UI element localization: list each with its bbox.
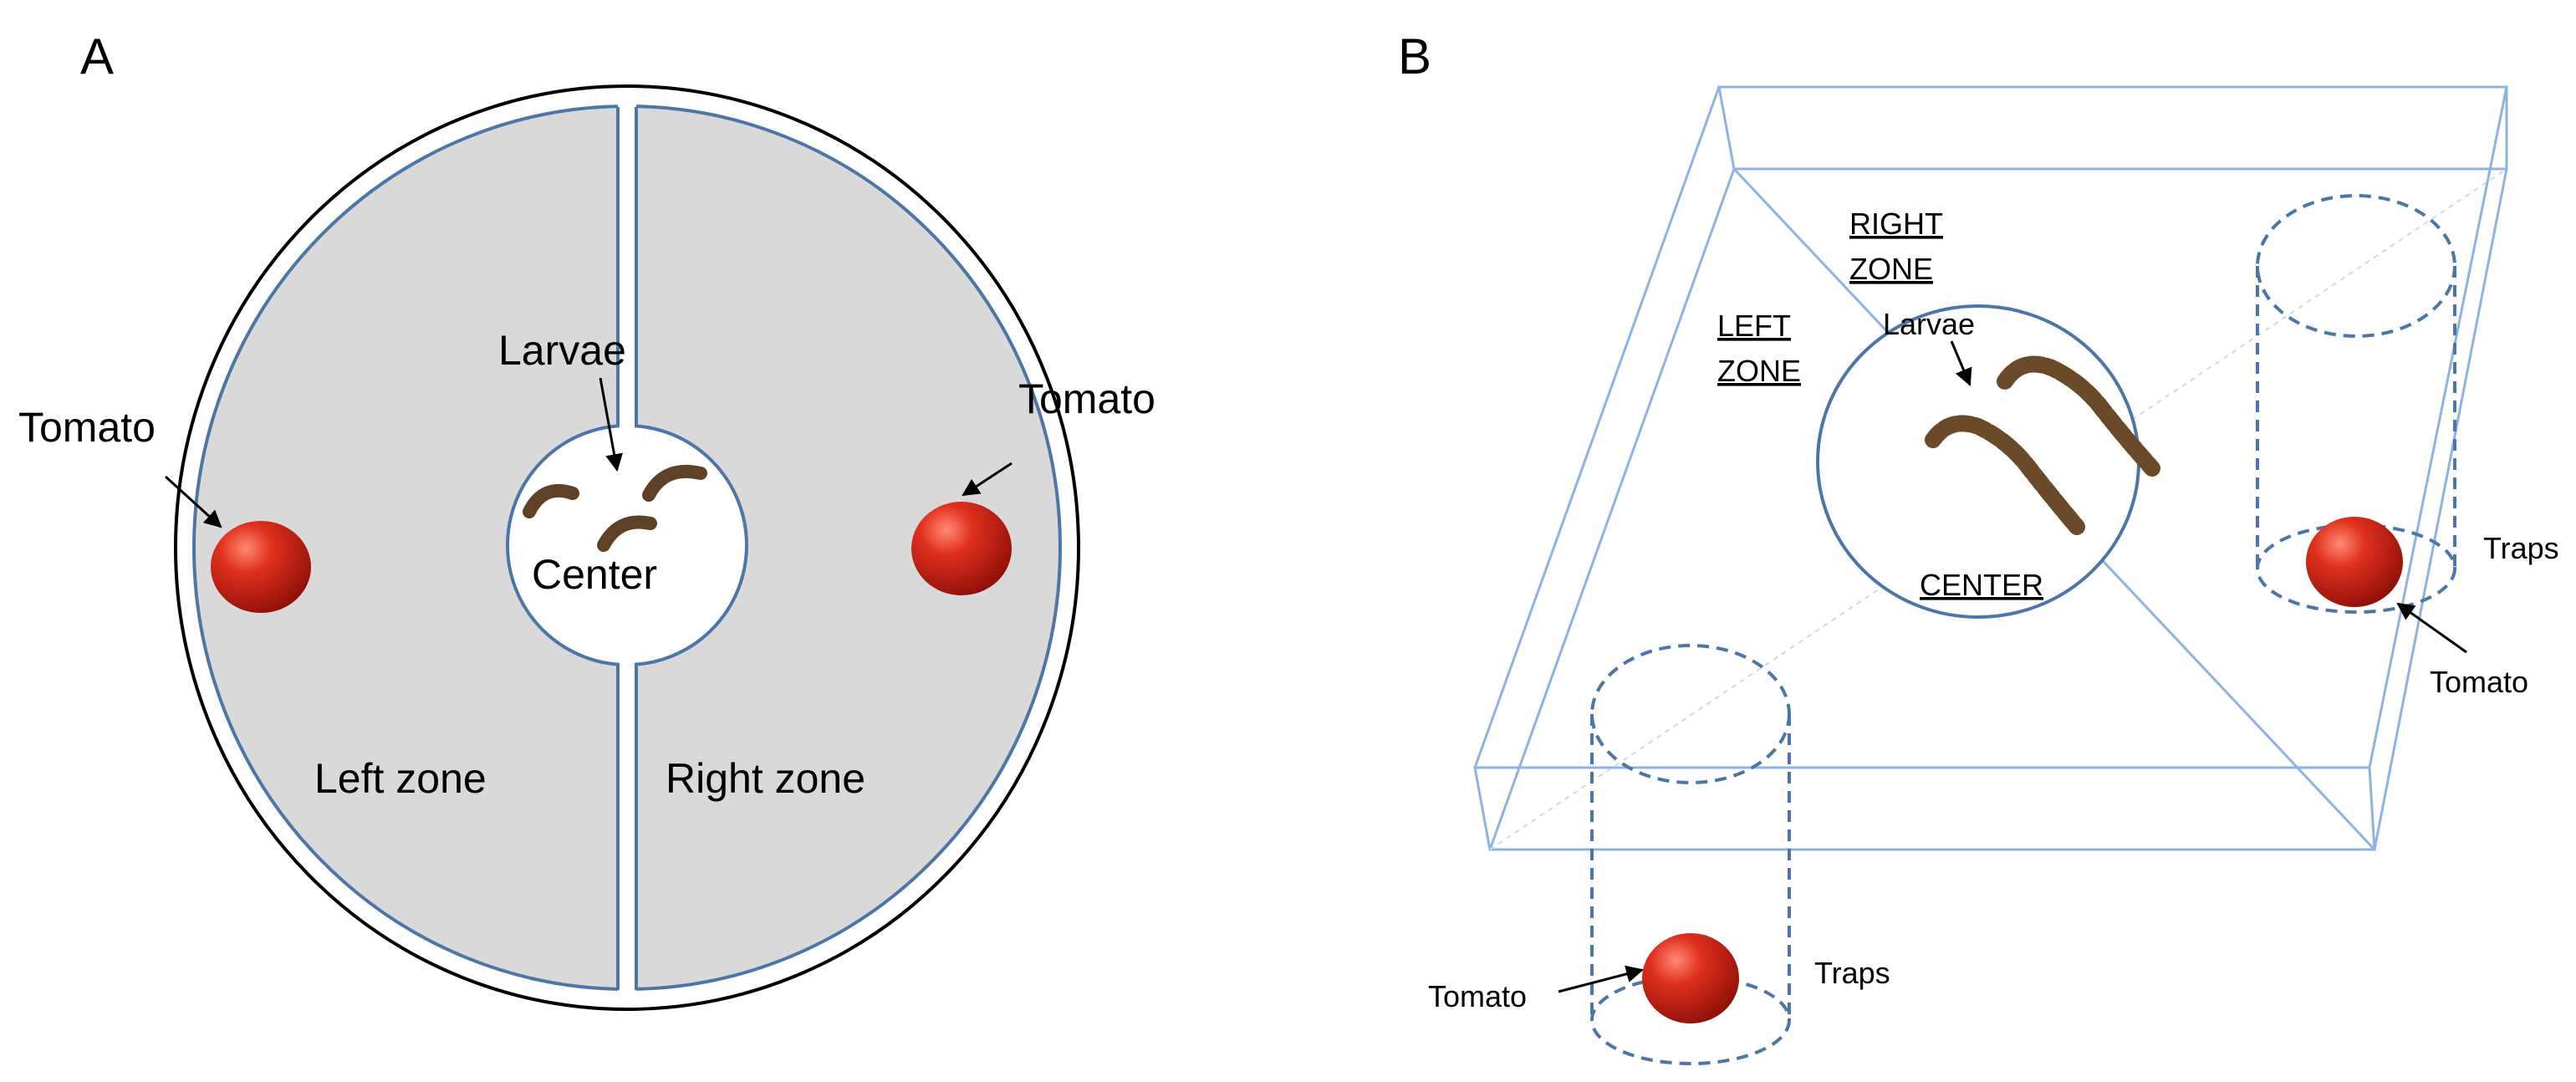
arrow-tomato-right-b (2396, 602, 2467, 654)
panel-a: A Tomato Tomato Larvae Center Left zo (18, 28, 1155, 1011)
label-left-zone: Left zone (314, 755, 487, 802)
panel-a-letter: A (80, 28, 114, 84)
tomato-right-b-icon (2306, 517, 2403, 607)
label-right-zone-b2: ZONE (1849, 252, 1933, 286)
label-larvae: Larvae (498, 327, 626, 374)
chamber-joint-top (620, 418, 635, 431)
label-left-zone-b2: ZONE (1717, 354, 1801, 388)
tomato-bottom-b-icon (1642, 933, 1739, 1023)
label-center-b: CENTER (1920, 568, 2043, 602)
chamber-joint-bottom (620, 659, 635, 672)
center-chamber (506, 424, 748, 666)
label-right-zone-b1: RIGHT (1849, 207, 1943, 241)
label-left-zone-b1: LEFT (1717, 309, 1791, 343)
label-tomato-bottom-b: Tomato (1428, 979, 1527, 1013)
arrow-tomato-left (164, 475, 222, 528)
arrow-tomato-right (962, 462, 1013, 497)
larvae-b-icon (1925, 355, 2160, 535)
label-tomato-left: Tomato (18, 404, 156, 451)
arena-box (1473, 85, 2508, 851)
tomato-right-icon (911, 502, 1012, 595)
larvae-icon (523, 464, 707, 552)
label-tomato-right-b: Tomato (2430, 665, 2528, 699)
arrow-tomato-bottom-b (1558, 965, 1645, 993)
tomato-left-icon (211, 521, 311, 613)
label-traps-right: Traps (2483, 531, 2559, 565)
label-right-zone: Right zone (666, 755, 865, 802)
label-center: Center (532, 551, 657, 598)
arrow-larvae (599, 377, 623, 472)
label-traps-bottom: Traps (1814, 956, 1890, 990)
label-tomato-right: Tomato (1018, 375, 1155, 422)
label-larvae-b: Larvae (1883, 307, 1975, 341)
panel-b-letter: B (1398, 28, 1431, 84)
panel-b: B (1398, 28, 2559, 1065)
arrow-larvae-b (1950, 340, 1972, 386)
box-faint-diagonal (1489, 168, 2507, 850)
